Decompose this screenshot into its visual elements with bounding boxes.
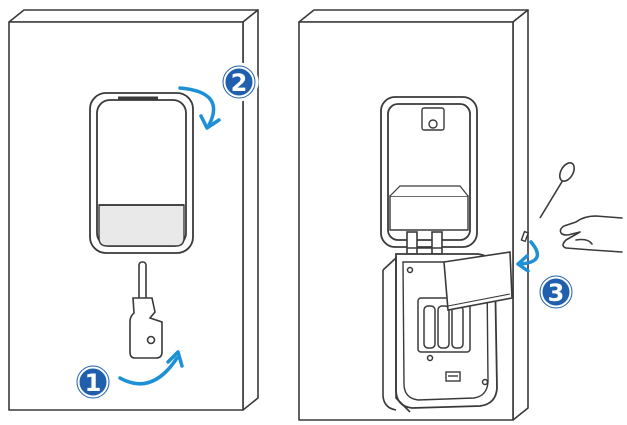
battery-cover	[443, 251, 513, 311]
step-badge-2: 2	[219, 62, 259, 102]
rotate-arrow-icon	[516, 240, 540, 273]
hand-icon	[559, 215, 623, 253]
cotton-swab-icon	[539, 162, 576, 219]
battery-compartment	[406, 266, 489, 386]
keybox-open	[380, 96, 478, 248]
swab-tip-detail	[520, 230, 530, 243]
screw-detail	[445, 371, 461, 382]
keybox-front	[89, 92, 194, 254]
step-number-2: 2	[231, 69, 248, 97]
step-number-3: 3	[548, 279, 565, 307]
step-badge-1: 1	[73, 362, 113, 402]
curved-arrow-icon	[118, 350, 184, 386]
step-badge-3: 3	[536, 272, 576, 312]
key-tool	[129, 261, 163, 359]
right-panel: 3	[298, 9, 623, 421]
left-panel: 2 1	[8, 9, 259, 411]
step-number-1: 1	[85, 369, 102, 397]
rotate-arrow-icon	[178, 86, 221, 130]
